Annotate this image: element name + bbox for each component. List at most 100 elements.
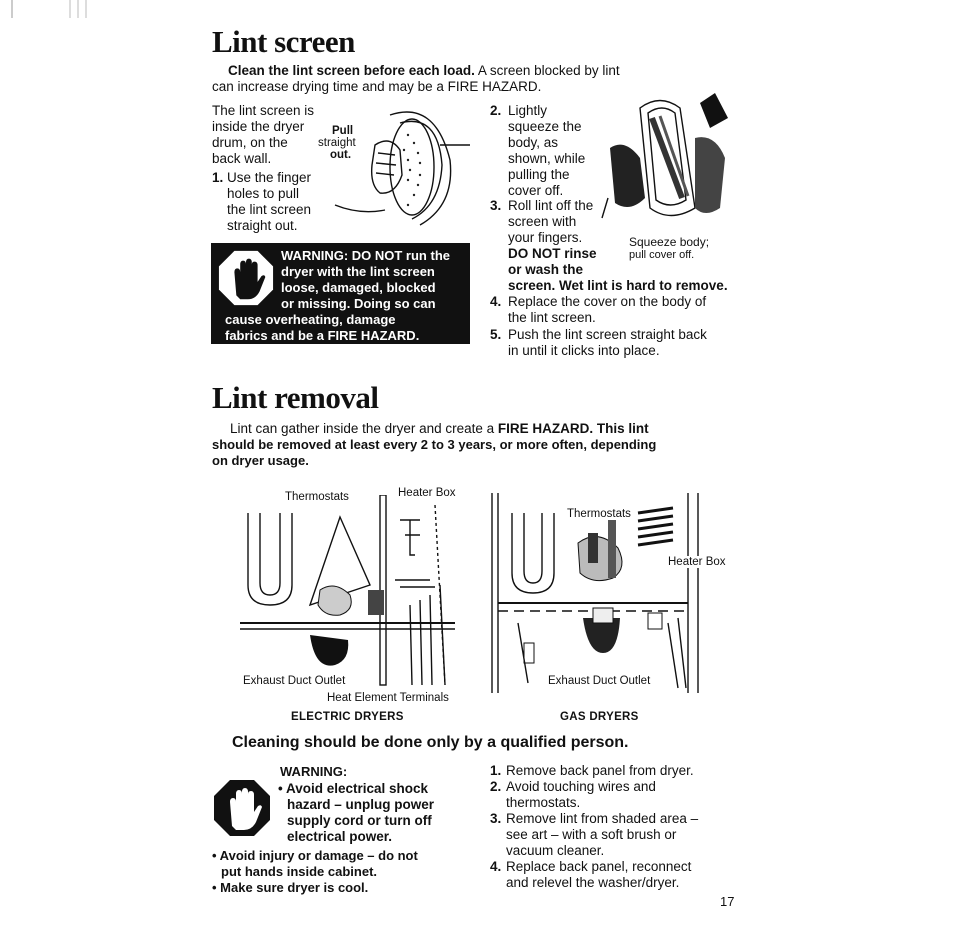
pull-line: Pull [332,125,354,137]
hand-stop-icon [214,780,270,836]
warning-line: cause overheating, damage [225,312,396,327]
warning-line: loose, damaged, blocked [281,280,436,295]
lint-screen-pull-illustration [334,111,470,226]
lint-screen-location: The lint screen is inside the dryer drum… [212,103,332,167]
step-line: vacuum cleaner. [506,843,605,858]
intro-rest: A screen blocked by lint [474,63,620,78]
warning-line: put hands inside cabinet. [221,864,378,879]
electric-dryers-caption: ELECTRIC DRYERS [291,711,404,723]
removal-warning-item-1: • Avoid electrical shock hazard – unplug… [278,781,434,845]
step-line: squeeze the [508,119,582,134]
warning-line: or missing. Doing so can [281,296,436,311]
warning-line: WARNING: DO NOT run the [281,248,450,263]
removal-warning-title: WARNING: [280,764,348,779]
step-line-bold: DO NOT rinse [508,246,597,261]
electric-label-thermostats: Thermostats [285,491,349,503]
step-number: 4. [490,859,502,874]
step-line: see art – with a soft brush or [506,827,677,842]
intro-plain: Lint can gather inside the dryer and cre… [230,421,498,436]
step-line: the lint screen [227,202,312,217]
step-line: Use the finger [227,170,312,185]
removal-step-3: 3. Remove lint from shaded area – see ar… [490,811,750,859]
caption-line: Squeeze body; [629,235,710,249]
gas-label-exhaust: Exhaust Duct Outlet [548,675,651,687]
step-line-bold: screen. Wet lint is hard to remove. [508,278,728,293]
location-line: inside the dryer [212,119,305,134]
margin-marks [8,0,88,20]
step-number: 1. [490,763,502,778]
step-line: pulling the [508,167,570,182]
step-line: in until it clicks into place. [508,343,660,358]
lint-screen-step-2: 2. Lightly squeeze the body, as shown, w… [490,103,600,199]
gas-dryers-caption: GAS DRYERS [560,711,639,723]
step-line: Replace the cover on the body of [508,294,707,309]
squeeze-caption: Squeeze body; pull cover off. [629,236,709,262]
lint-removal-intro-line3: on dryer usage. [212,453,309,468]
pull-straight-out-label: Pull straight out. [318,125,356,161]
step-number: 3. [490,198,502,213]
warning-line: • Avoid electrical shock [278,781,429,796]
lint-screen-intro: Clean the lint screen before each load. … [228,63,688,79]
removal-step-4: 4. Replace back panel, reconnect and rel… [490,859,750,891]
step-number: 4. [490,294,502,309]
lint-screen-intro-line2: can increase drying time and may be a FI… [212,79,542,94]
step-line: the lint screen. [508,310,596,325]
lint-removal-intro: Lint can gather inside the dryer and cre… [230,421,750,437]
electric-label-exhaust: Exhaust Duct Outlet [243,675,346,687]
lint-removal-intro-line2: should be removed at least every 2 to 3 … [212,437,657,452]
step-line: Remove lint from shaded area – [506,811,699,826]
step-number: 5. [490,327,502,342]
step-line: Roll lint off the [508,198,594,213]
step-line: Replace back panel, reconnect [506,859,692,874]
step-line: Push the lint screen straight back [508,327,707,342]
section-title-lint-screen: Lint screen [212,24,355,59]
step-number: 2. [490,103,502,118]
step-line: Remove back panel from dryer. [506,763,694,778]
intro-bold: Clean the lint screen before each load. [228,63,475,78]
gas-dryer-diagram [491,493,699,693]
step-line: Lightly [508,103,548,118]
warning-line: hazard – unplug power [287,797,435,812]
hand-stop-icon [218,250,274,306]
step-line: screen with [508,214,577,229]
pull-line: straight [318,137,356,149]
removal-step-1: 1. Remove back panel from dryer. [490,763,750,779]
warning-line: electrical power. [287,829,393,844]
step-line: cover off. [508,183,564,198]
section-title-lint-removal: Lint removal [212,380,379,415]
pull-line: out. [330,149,352,161]
step-line: and relevel the washer/dryer. [506,875,680,890]
step-line: thermostats. [506,795,581,810]
step-line-bold: or wash the [508,262,584,277]
electric-label-heater-box: Heater Box [398,487,456,499]
step-line: body, as [508,135,559,150]
location-line: drum, on the [212,135,288,150]
removal-warning-item-2: • Avoid injury or damage – do not put ha… [212,848,418,880]
step-line: holes to pull [227,186,300,201]
electric-label-terminals: Heat Element Terminals [327,692,449,704]
warning-line: • Avoid injury or damage – do not [212,848,418,863]
electric-dryer-diagram [240,495,455,686]
step-number: 3. [490,811,502,826]
step-line: your fingers. [508,230,583,245]
removal-step-2: 2. Avoid touching wires and thermostats. [490,779,750,811]
removal-steps: 1. Remove back panel from dryer. 2. Avoi… [490,763,750,891]
caption-line: pull cover off. [629,249,695,261]
step-number: 2. [490,779,502,794]
removal-warning-item-3: • Make sure dryer is cool. [212,880,369,895]
warning-line: dryer with the lint screen [281,264,435,279]
step-line: shown, while [508,151,586,166]
lint-screen-step-5: 5. Push the lint screen straight back in… [490,327,750,359]
step-line: straight out. [227,218,298,233]
lint-screen-step-4: 4. Replace the cover on the body of the … [490,294,750,326]
page-number: 17 [720,894,735,909]
step-line: Avoid touching wires and [506,779,656,794]
location-line: The lint screen is [212,103,315,118]
lint-screen-warning-box: WARNING: DO NOT run the dryer with the l… [211,243,470,344]
squeeze-body-illustration [601,93,728,219]
location-line: back wall. [212,151,272,166]
warning-line: fabrics and be a FIRE HAZARD. [225,328,420,343]
lint-screen-step-1: 1. Use the finger holes to pull the lint… [212,170,342,234]
warning-line: supply cord or turn off [287,813,432,828]
qualified-person-heading: Cleaning should be done only by a qualif… [232,734,629,751]
